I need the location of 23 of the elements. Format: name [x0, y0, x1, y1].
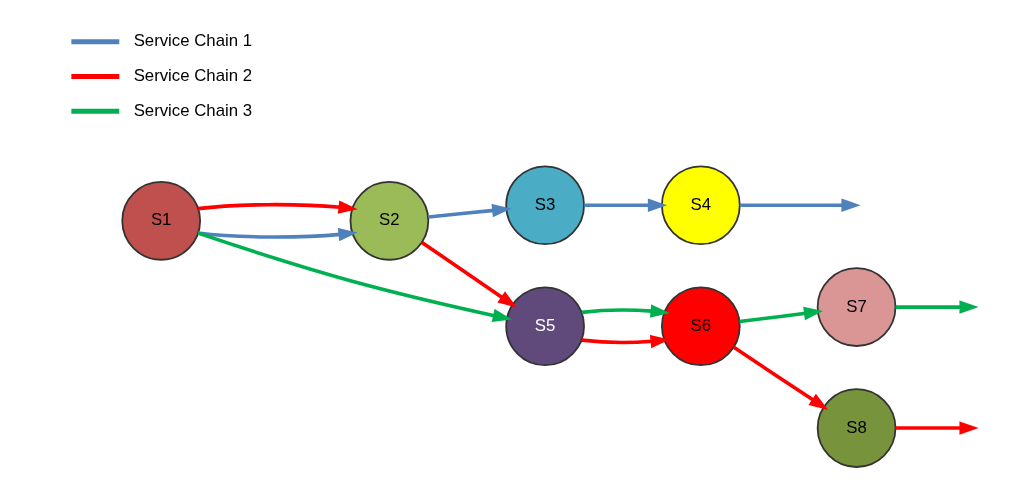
node-circle: S3	[504, 165, 585, 246]
node-circle: S1	[120, 181, 201, 261]
arrow	[197, 231, 512, 322]
node-circle: S5	[504, 286, 585, 367]
node-circle: S8	[816, 388, 896, 468]
arrow	[427, 203, 511, 219]
node-circle: S4	[660, 165, 741, 246]
arrow	[895, 300, 979, 314]
legend-label: Service Chain 2	[133, 65, 252, 85]
legend-label: Service Chain 3	[133, 100, 252, 120]
arrow	[895, 421, 979, 435]
node-circle: S6	[660, 286, 741, 367]
arrow	[420, 240, 517, 308]
arrow	[581, 304, 670, 318]
arrow	[739, 198, 861, 212]
arrow	[732, 345, 828, 410]
arrow	[583, 198, 667, 212]
arrow	[197, 227, 358, 242]
node-circle: S7	[816, 267, 896, 347]
legend-label: Service Chain 1	[133, 31, 252, 51]
arrow	[197, 200, 358, 214]
node-circle: S2	[349, 181, 429, 261]
arrow	[738, 306, 823, 324]
